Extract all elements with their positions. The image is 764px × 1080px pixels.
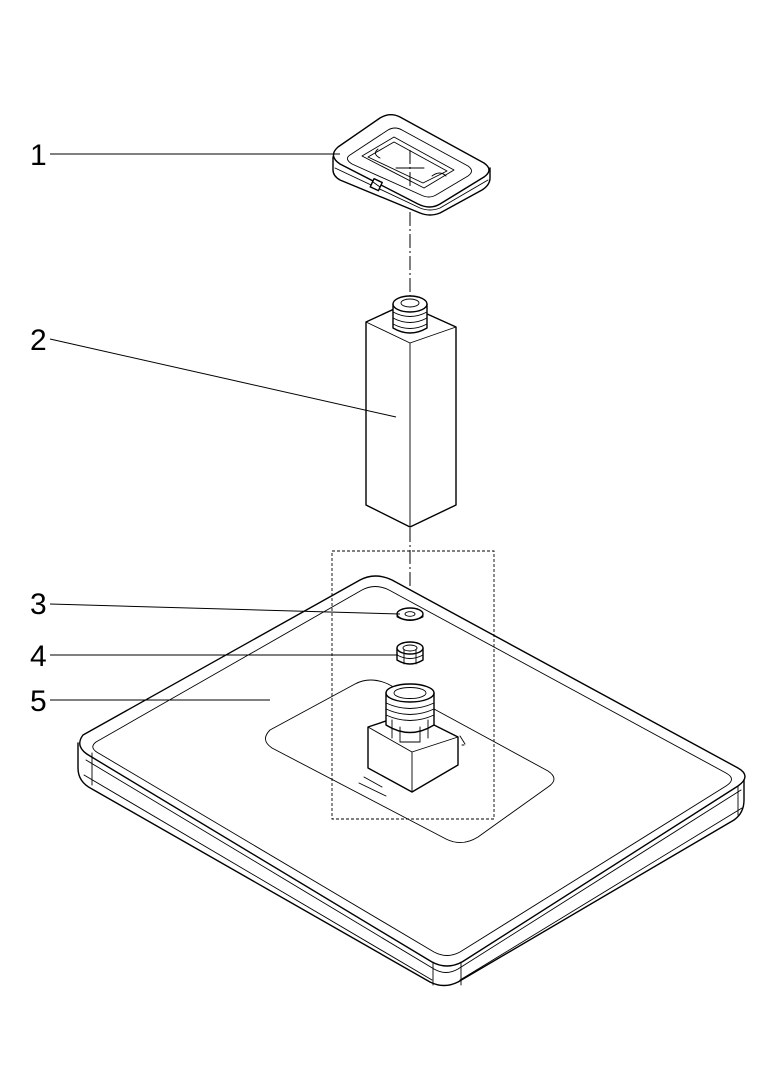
part-2-square-arm <box>365 295 457 528</box>
part-4-fitting-nut <box>396 641 424 665</box>
part-3-washer <box>396 607 424 621</box>
leader-3 <box>49 603 401 615</box>
detail-box <box>331 550 495 820</box>
callout-3: 3 <box>30 588 47 621</box>
leader-2 <box>49 338 397 418</box>
plate-connector <box>358 683 466 797</box>
callout-2: 2 <box>30 324 47 357</box>
callout-4: 4 <box>30 640 47 673</box>
callout-numbers: 1 2 3 4 5 <box>30 139 47 718</box>
part-1-wall-flange <box>332 114 491 216</box>
callout-5: 5 <box>30 685 47 718</box>
callout-leaders <box>49 153 401 701</box>
callout-1: 1 <box>30 139 47 172</box>
